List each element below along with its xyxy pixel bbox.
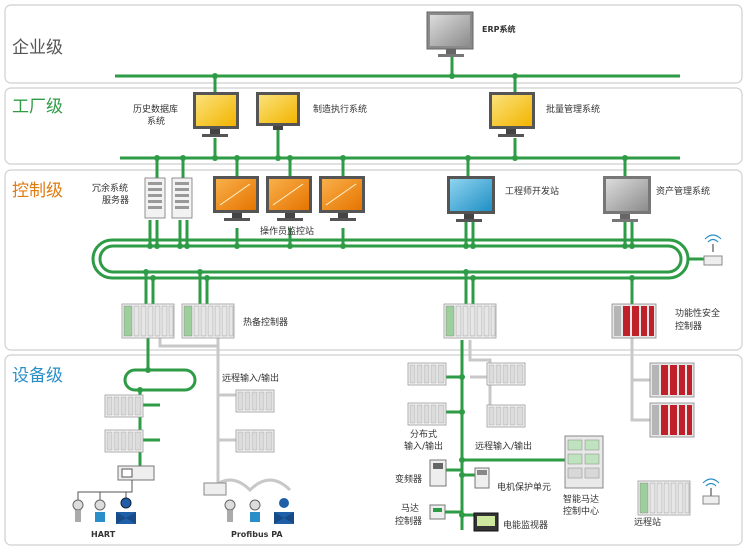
- redundant-label-2: 服务器: [102, 194, 129, 206]
- history-db-label-2: 系统: [147, 115, 165, 127]
- motor-controller-icon: [429, 504, 446, 520]
- redundant-label-1: 冗余系统: [92, 182, 128, 194]
- profibus-instruments-icon: [224, 498, 294, 524]
- io-module-left-1-icon: [104, 394, 144, 418]
- wireless-node-icon: [703, 234, 723, 266]
- hot-standby-label: 热备控制器: [243, 316, 288, 328]
- remote-station-label: 远程站: [634, 516, 661, 528]
- remote-io-mid-1-icon: [486, 362, 526, 386]
- distributed-io-2-icon: [407, 402, 447, 426]
- remote-io-left-label: 远程输入/输出: [222, 372, 279, 384]
- panel-factory: [4, 87, 743, 165]
- profibus-label: Profibus PA: [231, 530, 283, 539]
- remote-io-mid-2-icon: [486, 404, 526, 428]
- batch-monitor-icon: [489, 92, 535, 137]
- asset-label: 资产管理系统: [656, 185, 710, 197]
- history-db-monitor-icon: [193, 92, 239, 137]
- controller-3-icon: [443, 303, 497, 339]
- level-enterprise-label: 企业级: [12, 38, 63, 58]
- safety-controller-icon: [611, 303, 657, 339]
- level-panels: [4, 4, 743, 546]
- operator-monitor-3-icon: [319, 176, 365, 221]
- motor-protect-icon: [474, 467, 490, 489]
- vfd-icon: [429, 459, 447, 487]
- distributed-label-1: 分布式: [410, 428, 437, 440]
- distributed-label-2: 输入/输出: [404, 440, 443, 452]
- remote-io-mid-label: 远程输入/输出: [475, 440, 532, 452]
- redundant-server-2-icon: [171, 177, 193, 219]
- level-control-label: 控制级: [12, 181, 63, 201]
- motor-ctrl-label-2: 控制器: [395, 515, 422, 527]
- erp-monitor-icon: [426, 11, 474, 57]
- engineer-monitor-icon: [447, 176, 495, 222]
- hart-label: HART: [91, 530, 116, 539]
- power-monitor-label: 电能监视器: [503, 519, 548, 531]
- remote-io-left-1-icon: [235, 389, 275, 413]
- panel-device: [4, 354, 743, 546]
- smart-mcc-label-2: 控制中心: [563, 505, 599, 517]
- level-factory-label: 工厂级: [12, 97, 63, 117]
- hot-standby-controller-1-icon: [121, 303, 175, 339]
- erp-label: ERP系统: [482, 24, 516, 34]
- network-lines: [91, 55, 705, 530]
- smart-mcc-icon: [564, 435, 604, 489]
- safety-io-1-icon: [649, 362, 695, 398]
- hot-standby-controller-2-icon: [181, 303, 235, 339]
- distributed-io-1-icon: [407, 362, 447, 386]
- operator-monitor-2-icon: [266, 176, 312, 221]
- panel-enterprise: [4, 4, 743, 84]
- smart-mcc-label-1: 智能马达: [563, 493, 599, 505]
- hart-instruments-icon: [72, 497, 136, 524]
- level-device-label: 设备级: [12, 366, 63, 386]
- operator-label: 操作员监控站: [260, 225, 314, 237]
- safety-label-1: 功能性安全: [675, 307, 720, 319]
- asset-monitor-icon: [603, 176, 651, 222]
- operator-monitor-1-icon: [213, 176, 259, 221]
- engineer-label: 工程师开发站: [505, 185, 559, 197]
- hart-gateway-icon: [117, 465, 155, 481]
- motor-protect-label: 电机保护单元: [497, 481, 551, 493]
- redundant-server-1-icon: [144, 177, 166, 219]
- remote-io-left-2-icon: [235, 429, 275, 453]
- io-module-left-2-icon: [104, 429, 144, 453]
- mes-label: 制造执行系统: [313, 103, 367, 115]
- mes-monitor-icon: [256, 92, 300, 130]
- motor-ctrl-label-1: 马达: [401, 502, 419, 514]
- safety-label-2: 控制器: [675, 320, 702, 332]
- remote-station-antenna-icon: [702, 478, 720, 505]
- remote-station-icon: [637, 480, 691, 516]
- batch-label: 批量管理系统: [546, 103, 600, 115]
- vfd-label: 变频器: [395, 473, 422, 485]
- history-db-label-1: 历史数据库: [133, 103, 178, 115]
- profibus-coupler-icon: [203, 482, 227, 496]
- safety-io-2-icon: [649, 402, 695, 438]
- power-monitor-icon: [473, 512, 499, 532]
